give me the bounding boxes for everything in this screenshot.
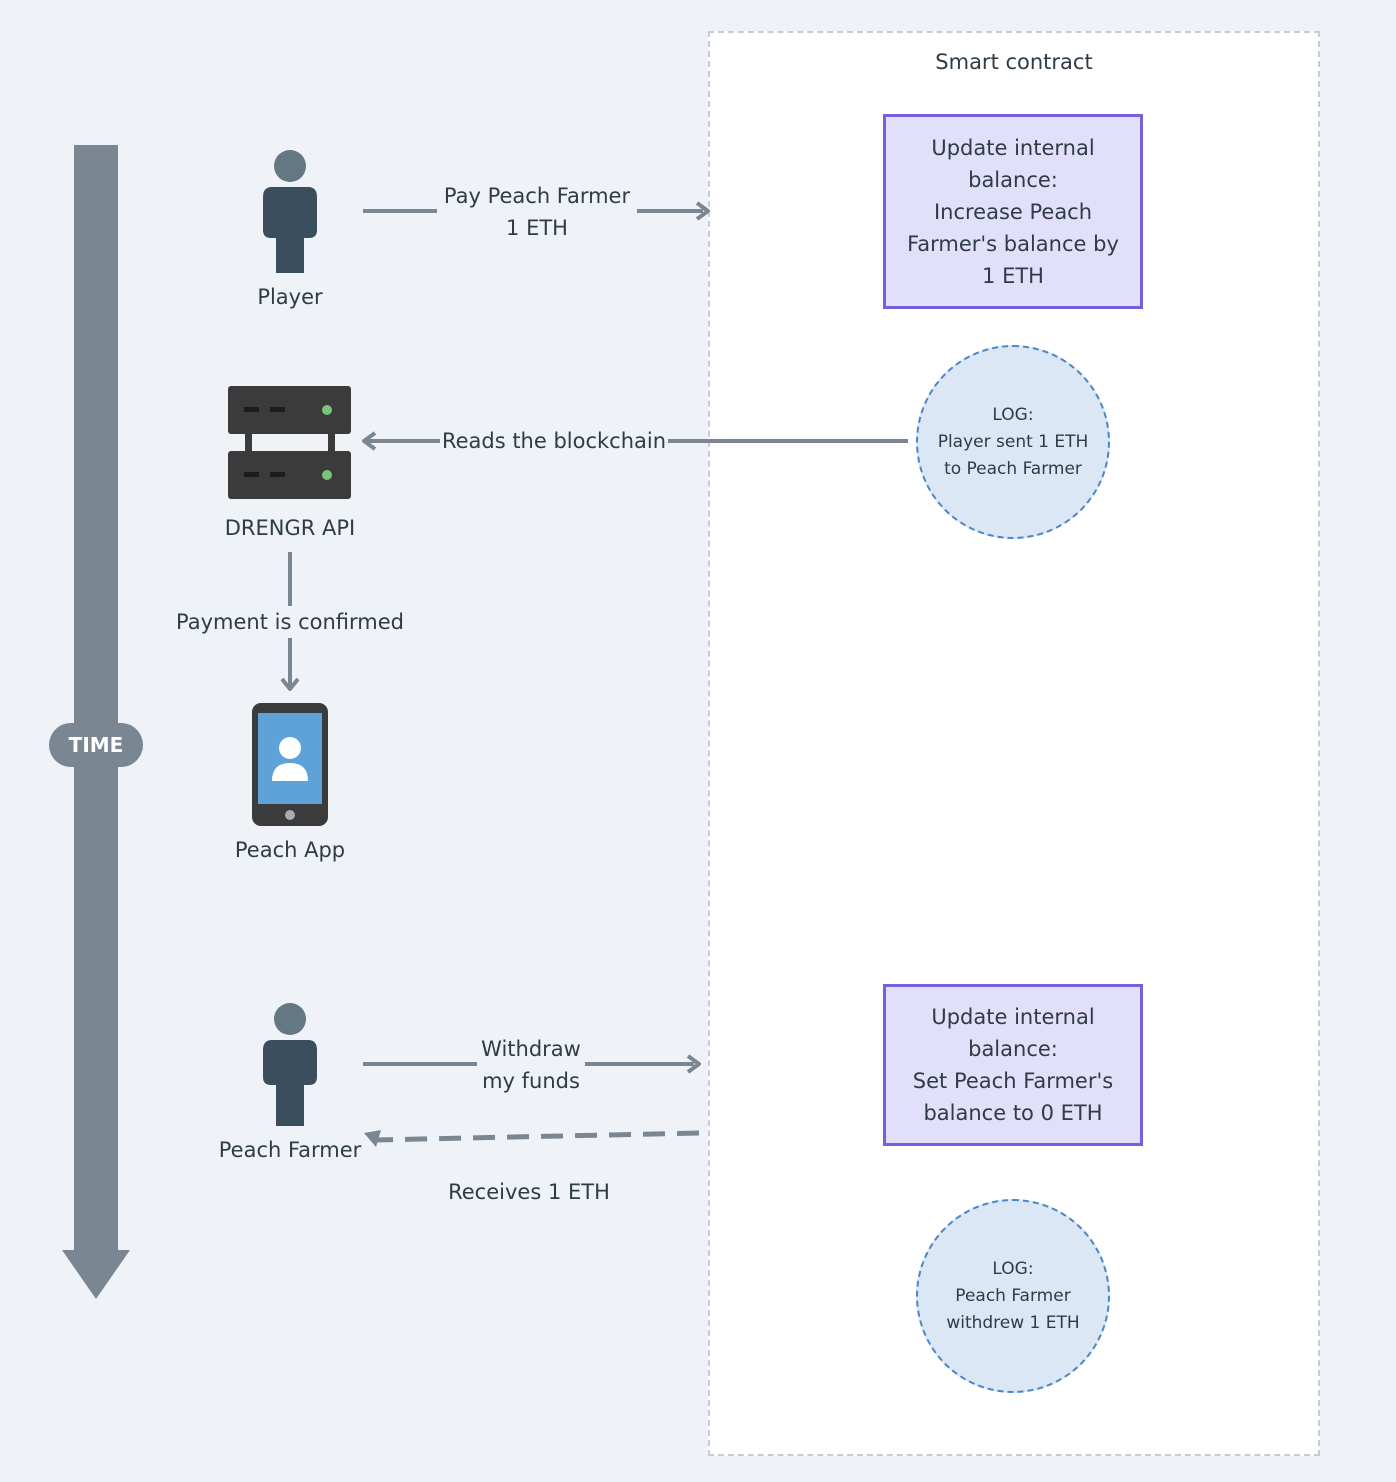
log-circle-payment: LOG: Player sent 1 ETH to Peach Farmer bbox=[916, 345, 1110, 539]
drengr-api-label: DRENGR API bbox=[224, 516, 356, 540]
confirmed-arrow-label: Payment is confirmed bbox=[170, 606, 410, 638]
server-icon bbox=[228, 386, 351, 499]
pay-arrow-label-line: Pay Peach Farmer bbox=[443, 184, 631, 208]
box-line: Increase Peach bbox=[933, 199, 1093, 224]
box-line: balance: bbox=[968, 1037, 1058, 1061]
box-line: balance: bbox=[968, 167, 1058, 192]
receives-arrow-label: Receives 1 ETH bbox=[444, 1176, 614, 1208]
log-circle-withdrawal: LOG: Peach Farmer withdrew 1 ETH bbox=[916, 1199, 1110, 1393]
player-label: Player bbox=[257, 285, 323, 309]
peach-farmer-label: Peach Farmer bbox=[218, 1138, 362, 1162]
pay-arrow-label-line: 1 ETH bbox=[506, 216, 568, 240]
update-balance-box-reset: Update internal balance: Set Peach Farme… bbox=[883, 984, 1143, 1146]
time-axis-label: TIME bbox=[49, 723, 143, 767]
withdraw-arrow-label-line: Withdraw bbox=[481, 1037, 581, 1061]
smart-contract-title: Smart contract bbox=[935, 50, 1093, 74]
player-person-icon bbox=[263, 150, 317, 273]
box-line: balance to 0 ETH bbox=[923, 1101, 1103, 1125]
box-line: Update internal bbox=[931, 135, 1095, 160]
pay-arrow-label: Pay Peach Farmer 1 ETH bbox=[437, 180, 637, 244]
time-axis-arrow bbox=[62, 145, 130, 1299]
receives-arrow bbox=[364, 1130, 700, 1147]
log-line: to Peach Farmer bbox=[944, 458, 1082, 479]
log-line: Peach Farmer bbox=[955, 1285, 1071, 1306]
withdraw-arrow-label-line: my funds bbox=[482, 1069, 580, 1093]
withdraw-arrow-label: Withdraw my funds bbox=[477, 1033, 585, 1097]
box-line: Update internal bbox=[931, 1005, 1095, 1029]
log-line: LOG: bbox=[992, 1258, 1034, 1279]
log-line: Player sent 1 ETH bbox=[937, 431, 1089, 452]
phone-icon bbox=[252, 703, 328, 826]
log-line: withdrew 1 ETH bbox=[946, 1312, 1080, 1333]
farmer-person-icon bbox=[263, 1003, 317, 1126]
box-line: Set Peach Farmer's bbox=[912, 1069, 1114, 1093]
update-balance-box-increase: Update internal balance: Increase Peach … bbox=[883, 114, 1143, 309]
log-line: LOG: bbox=[992, 404, 1034, 425]
box-line: Farmer's balance by bbox=[907, 231, 1119, 256]
peach-app-label: Peach App bbox=[234, 838, 346, 862]
box-line: 1 ETH bbox=[982, 263, 1044, 288]
reads-arrow-label: Reads the blockchain bbox=[440, 425, 668, 457]
